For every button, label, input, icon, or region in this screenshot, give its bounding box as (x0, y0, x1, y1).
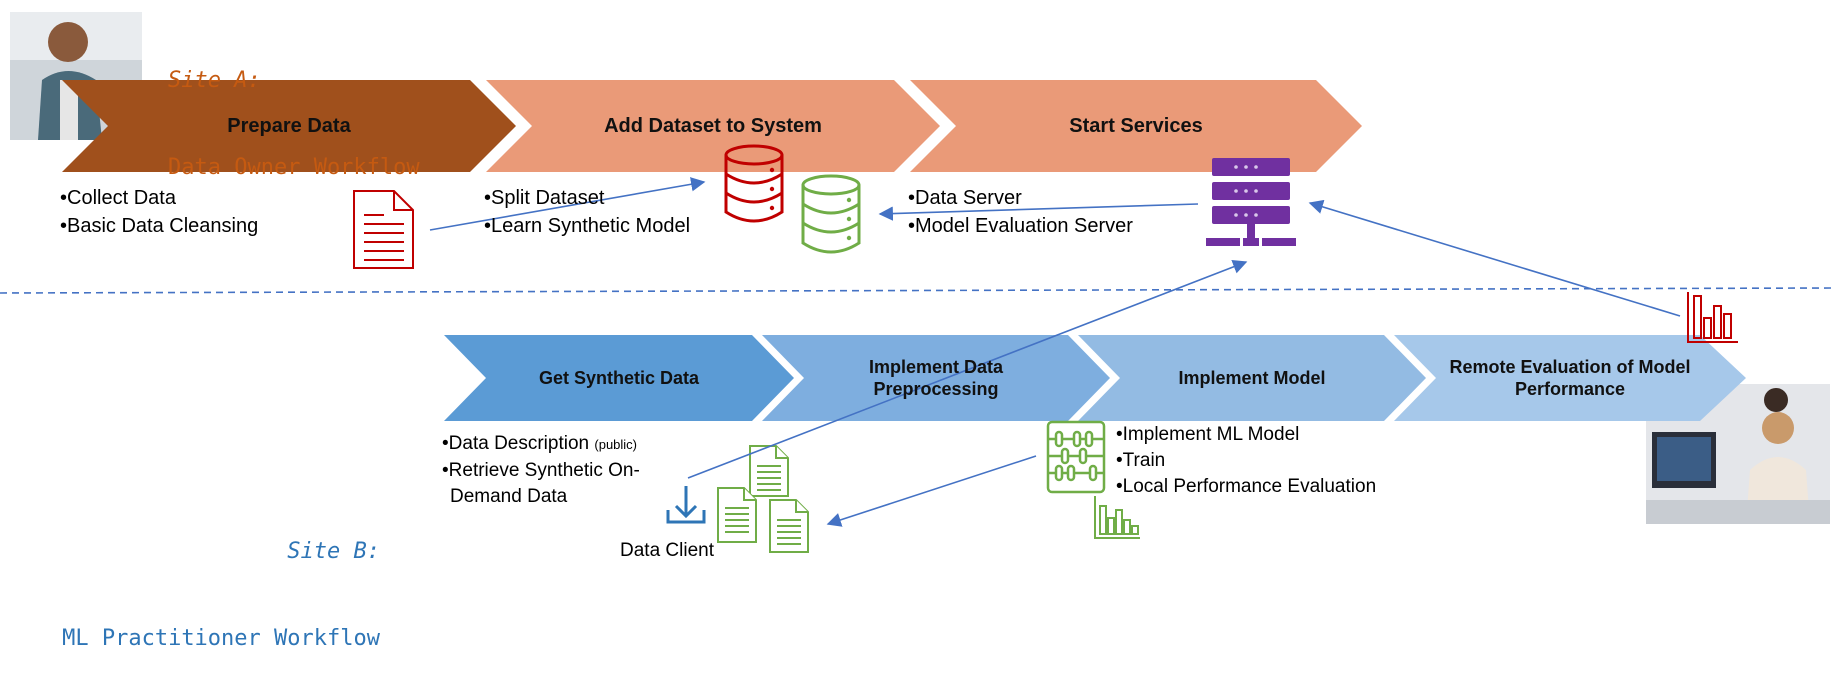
step-a3-bullets: Data Server Model Evaluation Server (908, 184, 1133, 240)
bullet-item: Learn Synthetic Model (484, 212, 690, 240)
bar-chart-green-icon (1094, 496, 1140, 539)
step-b3-label: Implement Model (1178, 368, 1326, 388)
step-a3-chevron (910, 80, 1362, 172)
bullet-item: Collect Data (60, 184, 258, 212)
arrow-chart-to-server (1308, 199, 1681, 317)
step-b2-chevron (762, 335, 1110, 421)
step-a1-bullets: Collect Data Basic Data Cleansing (60, 184, 258, 240)
step-b4-label: Remote Evaluation of Model Performance (1436, 335, 1704, 421)
arrow-client-to-server (687, 259, 1248, 479)
bullet-item: Train (1116, 448, 1376, 474)
site-b-label: Site B: (287, 539, 380, 564)
step-b1-label: Get Synthetic Data (538, 368, 700, 388)
bullet-item: Data Server (908, 184, 1133, 212)
arrow-model-to-docs (826, 455, 1037, 527)
step-a2-chevron (486, 80, 940, 172)
bullet-item: Local Performance Evaluation (1116, 474, 1376, 500)
site-b-workflow-name: ML Practitioner Workflow (62, 626, 380, 651)
bullet-item: Implement ML Model (1116, 422, 1376, 448)
site-a-label: Site A: (168, 68, 261, 93)
step-a3-label: Start Services (1069, 114, 1203, 137)
bullet-item: Basic Data Cleansing (60, 212, 258, 240)
database-green-icon (801, 174, 861, 254)
download-icon (666, 486, 706, 524)
step-b2-label-line1: Implement Data (868, 357, 1004, 377)
bullet-item: Split Dataset (484, 184, 690, 212)
abacus-icon (1046, 420, 1106, 494)
step-b2-label-line2: Preprocessing (873, 379, 999, 399)
site-b-title: Site B: ML Practitioner Workflow (62, 479, 380, 682)
bullet-item: Data Description (public) (442, 431, 640, 458)
bullet-note: (public) (594, 437, 638, 452)
step-b4-label-line1: Remote Evaluation of Model (1449, 357, 1691, 377)
site-separator (0, 287, 1834, 294)
site-a-title: Site A: Data Owner Workflow (168, 8, 420, 211)
step-b3-bullets: Implement ML Model Train Local Performan… (1116, 422, 1376, 500)
documents-green-icon (717, 445, 809, 553)
step-a2-bullets: Split Dataset Learn Synthetic Model (484, 184, 690, 240)
bullet-item: Model Evaluation Server (908, 212, 1133, 240)
bar-chart-red-icon (1687, 292, 1738, 343)
step-b4-label-line2: Performance (1514, 379, 1626, 399)
step-b1-bullets: Data Description (public) Retrieve Synth… (442, 431, 640, 510)
bullet-continuation: Demand Data (450, 486, 568, 507)
step-b4-chevron (1394, 335, 1746, 421)
data-client-label: Data Client (620, 540, 714, 561)
bullet-item: Retrieve Synthetic On- (442, 458, 640, 484)
site-a-workflow-name: Data Owner Workflow (168, 155, 420, 180)
server-icon (1206, 158, 1296, 246)
step-b2-label: Implement Data Preprocessing (804, 335, 1068, 421)
document-icon (353, 190, 414, 269)
database-red-icon (724, 144, 784, 223)
bullet-text: Data Description (448, 433, 590, 454)
workflow-diagram (0, 12, 1834, 553)
step-a1-chevron (62, 80, 516, 172)
step-a1-label: Prepare Data (227, 114, 351, 137)
step-a2-label: Add Dataset to System (604, 114, 822, 137)
step-b1-chevron (444, 335, 794, 421)
step-b3-chevron (1078, 335, 1426, 421)
